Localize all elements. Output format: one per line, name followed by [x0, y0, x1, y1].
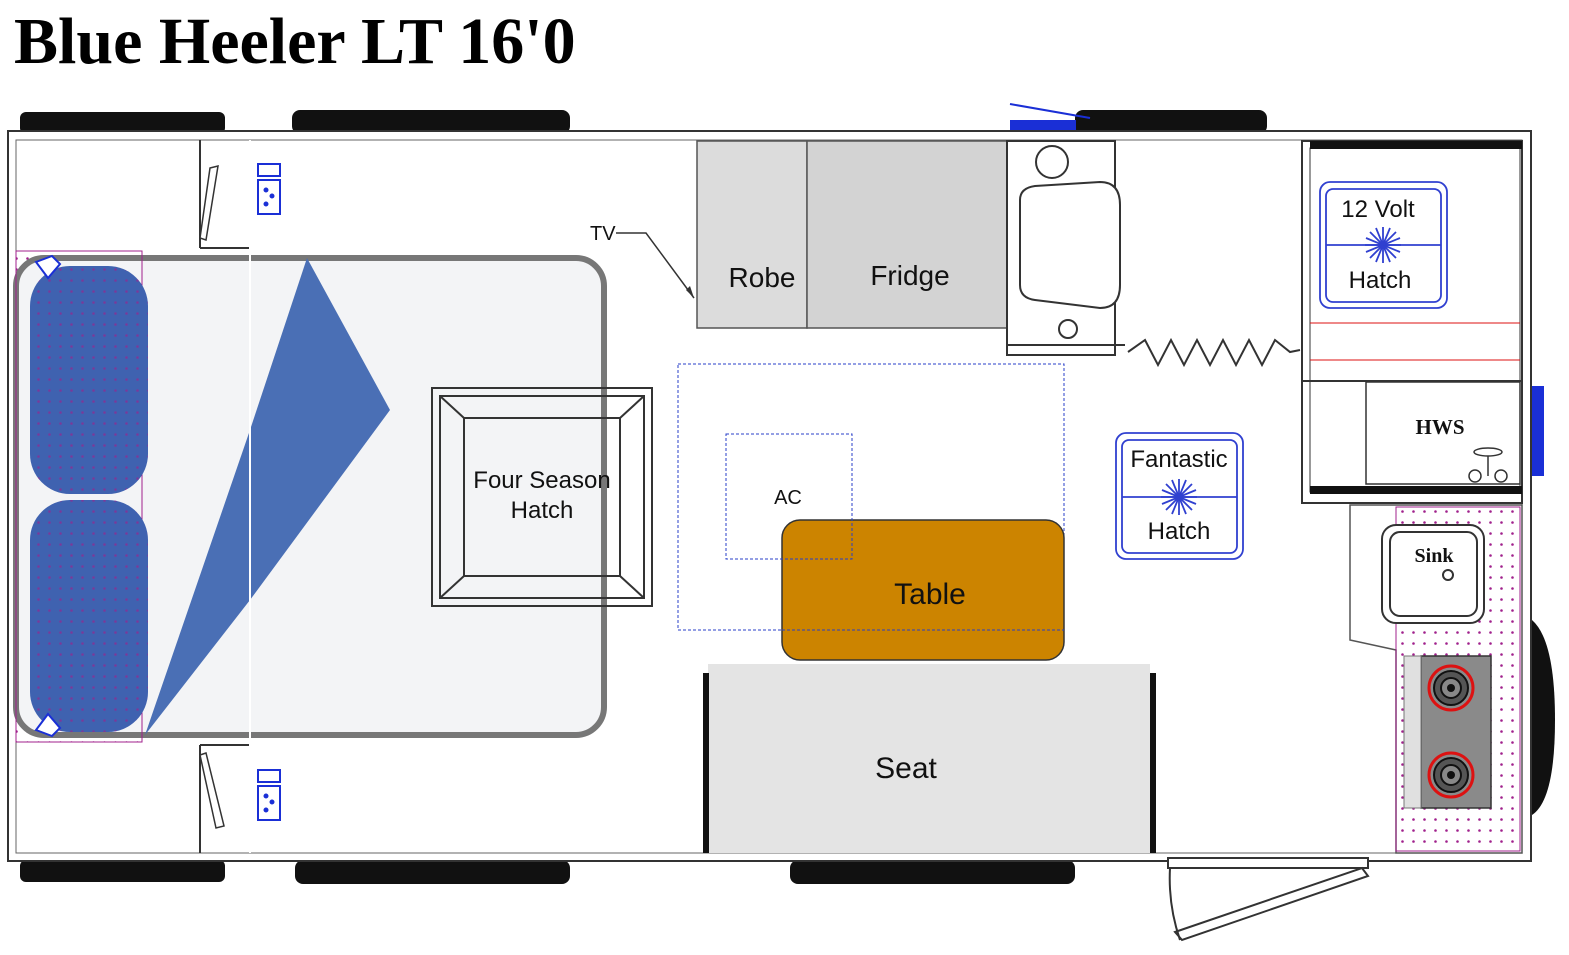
- bed-door-flaps: [199, 164, 225, 829]
- four-season-hatch-label-line1: Four Season: [473, 467, 610, 494]
- tv-label: TV: [590, 223, 616, 245]
- fantastic-hatch: [1115, 432, 1244, 560]
- twelve-volt-hatch: [1319, 181, 1448, 309]
- power-outlet-top: [257, 163, 281, 215]
- toilet-unit: [1006, 140, 1125, 356]
- folded-sheet: [145, 430, 250, 735]
- burner-top-icon: [1427, 664, 1475, 712]
- twelve-volt-hatch-label-line1: 12 Volt: [1341, 196, 1415, 223]
- table-label: Table: [894, 578, 966, 611]
- blue-fitting: [1009, 103, 1555, 815]
- seat-label: Seat: [875, 752, 937, 785]
- robe-label: Robe: [729, 262, 796, 293]
- rear-enclosure: [1301, 140, 1523, 504]
- fantastic-hatch-label-line2: Hatch: [1148, 518, 1211, 545]
- entry-door: [1167, 857, 1370, 942]
- kitchen-bench: [1349, 504, 1523, 854]
- seat: [708, 664, 1150, 853]
- fridge: [806, 140, 1008, 329]
- fridge-label: Fridge: [870, 260, 949, 291]
- power-outlet-bottom: [257, 769, 281, 821]
- hws-label: HWS: [1415, 415, 1464, 439]
- reading-light-top: [34, 254, 62, 280]
- four-season-hatch-label-line2: Hatch: [511, 497, 574, 524]
- tv-leader-line: [616, 232, 695, 299]
- reading-light-bottom: [34, 712, 62, 738]
- hws-valve-icon: [1468, 447, 1508, 483]
- four-season-hatch: [431, 387, 653, 607]
- stove: [1403, 655, 1492, 809]
- zigzag-curtain: [1127, 337, 1301, 368]
- sink-label: Sink: [1415, 545, 1455, 567]
- twelve-volt-hatch-label-line2: Hatch: [1349, 267, 1412, 294]
- burner-bottom-icon: [1427, 751, 1475, 799]
- fantastic-hatch-label-line1: Fantastic: [1130, 446, 1227, 473]
- robe: [696, 140, 808, 329]
- bed: [13, 140, 607, 853]
- ac-label: AC: [774, 487, 802, 509]
- hot-water-system: [1365, 381, 1521, 485]
- chassis-bars: [20, 110, 1267, 884]
- plan-title: Blue Heeler LT 16'0: [14, 5, 576, 78]
- sink: [1381, 524, 1485, 624]
- ac-unit: [725, 433, 853, 560]
